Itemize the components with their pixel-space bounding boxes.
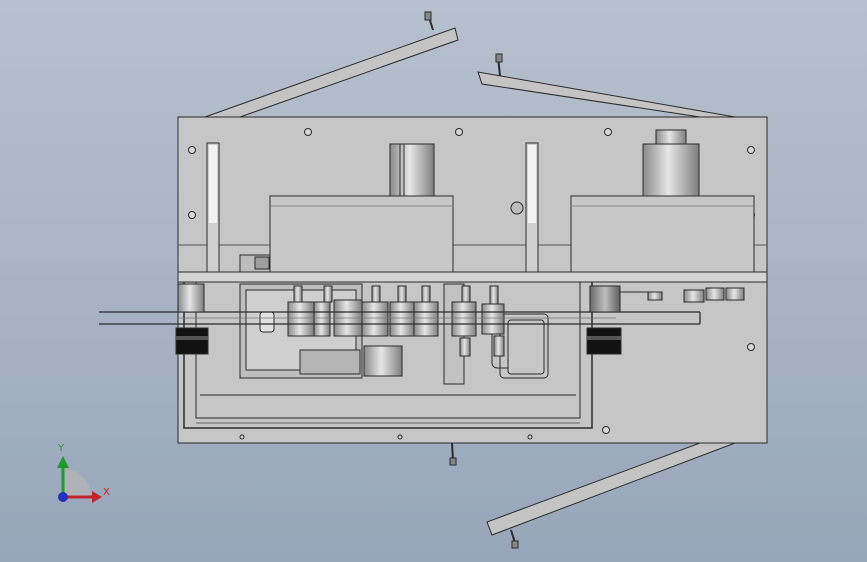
y-axis-label: Y <box>58 443 65 454</box>
center-cylinder <box>389 143 435 197</box>
tray-bolts <box>239 434 533 440</box>
x-axis-label: X <box>103 487 110 498</box>
guide-posts <box>206 142 539 273</box>
housing-blocks <box>239 195 755 273</box>
z-axis-dot <box>58 492 68 502</box>
arm-top-right <box>477 53 736 118</box>
arm-top-left <box>204 11 459 118</box>
motor-cylinder <box>642 129 700 197</box>
coordinate-triad <box>57 456 102 503</box>
lower-tray <box>183 282 593 429</box>
arm-bottom-right <box>486 442 736 549</box>
bottom-pin <box>449 442 457 466</box>
fittings-right <box>620 287 745 303</box>
right-spool <box>586 285 622 355</box>
left-spool <box>175 283 209 355</box>
